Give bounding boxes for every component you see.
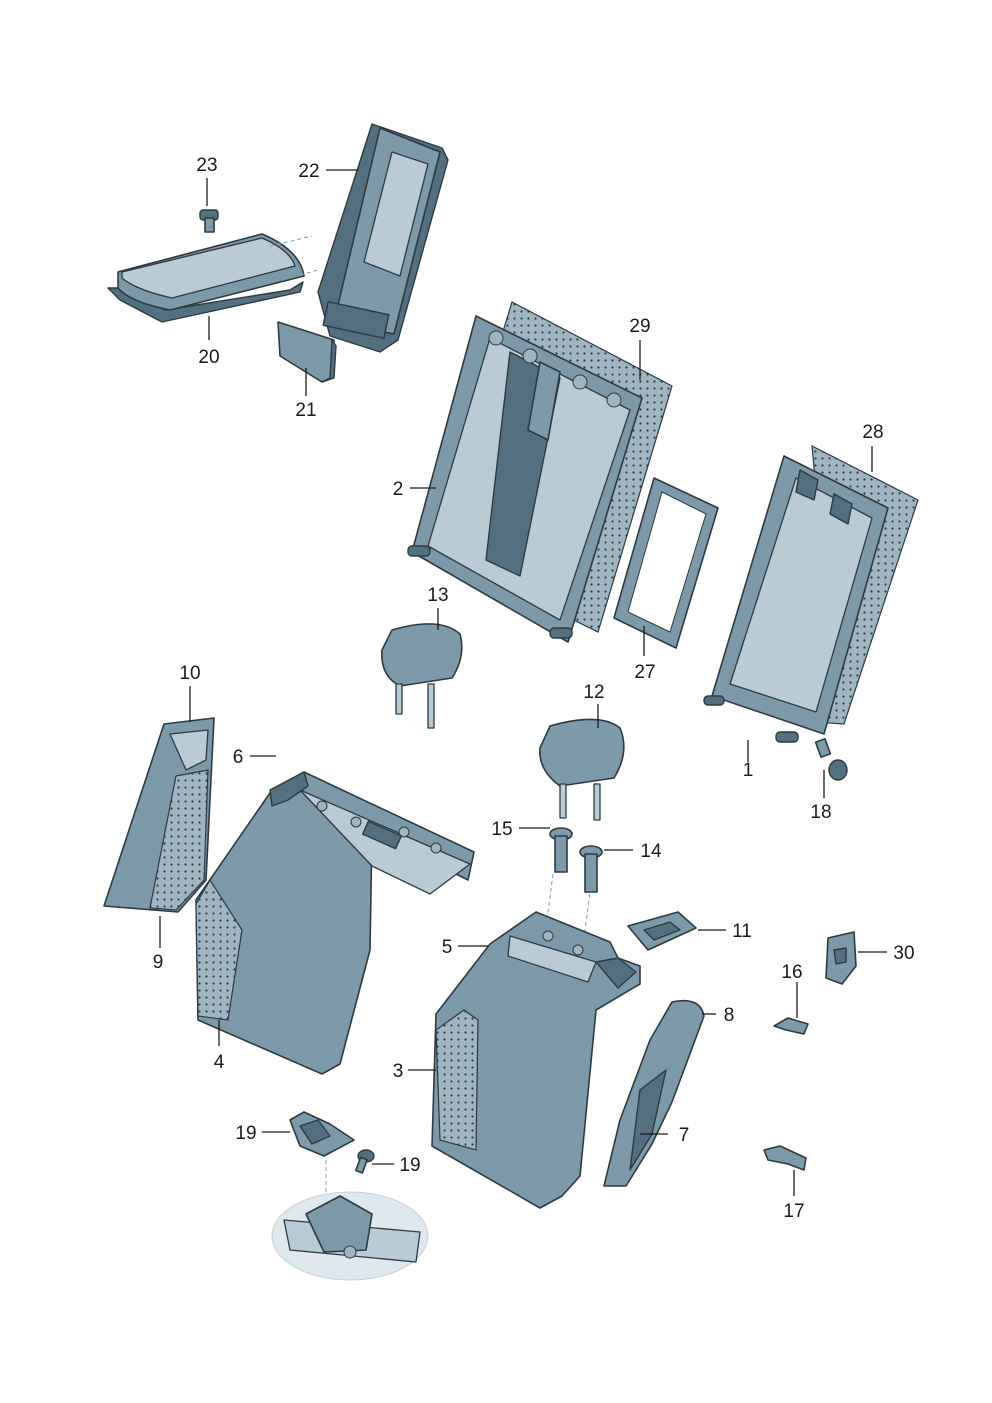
- callout-21: 20: [198, 347, 219, 368]
- callout-labels: 23 22 20 21 29 2 28 27 13 10 12 6 1 18 1…: [153, 155, 915, 1222]
- part-21-armrest: [107, 233, 305, 323]
- floor-mount-detail: [271, 1191, 429, 1281]
- part-22-cover: [277, 321, 337, 383]
- guide-15-5: [546, 873, 554, 921]
- part-5-backrest-cover: [431, 911, 641, 1209]
- callout-8: 8: [724, 1005, 735, 1026]
- callout-2: 2: [393, 479, 404, 500]
- callout-30: 30: [893, 943, 914, 964]
- callout-4: 4: [214, 1052, 225, 1073]
- callout-1: 1: [743, 760, 754, 781]
- part-12-headrest: [539, 718, 625, 821]
- callout-20: 19: [235, 1123, 256, 1144]
- callout-28: 28: [862, 422, 883, 443]
- callout-16: 16: [781, 962, 802, 983]
- part-3-backrest-pad: [435, 1009, 479, 1151]
- guide-14-5: [581, 893, 591, 951]
- callout-22: 21: [295, 400, 316, 421]
- callout-13: 13: [427, 585, 448, 606]
- callout-15: 15: [491, 819, 512, 840]
- callout-23: 22: [298, 161, 319, 182]
- part-14-guide-sleeve: [579, 845, 603, 893]
- callout-7: 7: [679, 1125, 690, 1146]
- part-13-headrest: [381, 623, 463, 729]
- part-9-bolster-pad: [149, 769, 209, 911]
- callout-5: 5: [442, 937, 453, 958]
- callout-27: 27: [634, 662, 655, 683]
- part-8-side-trim: [603, 999, 705, 1187]
- callout-9: 9: [153, 952, 164, 973]
- callout-24: 23: [196, 155, 217, 176]
- part-19-screw: [354, 1149, 375, 1174]
- part-30-bracket: [825, 931, 857, 985]
- callout-6: 6: [233, 747, 244, 768]
- part-11-trim-cap: [627, 911, 697, 951]
- part-2-backrest-frame: [407, 315, 643, 643]
- part-15-guide-sleeve: [549, 827, 573, 873]
- part-4-backrest-cover: [195, 771, 475, 1075]
- leader-lines: [159, 169, 887, 1196]
- guide-21-23: [269, 235, 319, 276]
- callout-18: 18: [810, 802, 831, 823]
- part-17-clip: [763, 1145, 807, 1171]
- callout-29: 29: [629, 316, 650, 337]
- callout-3: 3: [393, 1061, 404, 1082]
- part-27-frame-seal: [613, 477, 719, 649]
- part-24-screw: [199, 209, 219, 233]
- part-20-latch: [289, 1111, 355, 1157]
- part-23-armrest-housing: [317, 123, 449, 353]
- part-18-bolt: [814, 737, 848, 781]
- callout-17-label: 17: [783, 1201, 804, 1222]
- callout-12: 12: [583, 682, 604, 703]
- callout-10: 10: [179, 663, 200, 684]
- part-16-clip: [773, 1017, 809, 1035]
- part-1-backrest-frame-right: [703, 455, 889, 743]
- callout-14: 14: [640, 841, 662, 862]
- callout-11: 11: [732, 921, 752, 942]
- callout-19: 19: [399, 1155, 420, 1176]
